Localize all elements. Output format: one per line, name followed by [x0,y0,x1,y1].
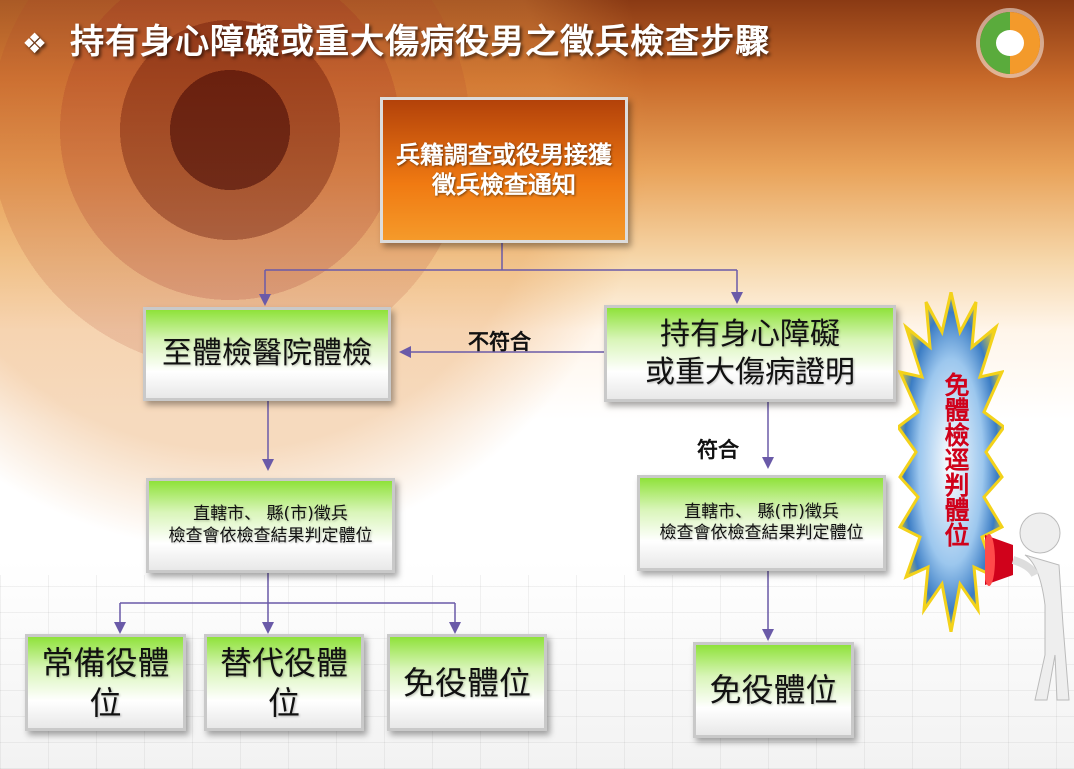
starburst-icon [898,292,1004,632]
bullet-icon: ❖ [22,27,49,60]
hospital-box: 至體檢醫院體檢 [143,307,391,401]
match-label: 符合 [697,438,739,462]
result-substitute-text: 替代役體位 [219,643,348,722]
result-exempt-left-text: 免役體位 [402,663,531,702]
result-exempt-right-text: 免役體位 [709,671,838,709]
council-left-box: 直轄市、 縣(市)徵兵檢查會依檢查結果判定體位 [146,478,395,573]
connector-results [120,572,455,604]
connector-split [265,242,737,271]
certificate-box: 持有身心障礙或重大傷病證明 [604,305,896,402]
result-regular-text: 常備役體位 [41,643,170,722]
megaphone-person-icon [985,512,1070,701]
start-line-1: 兵籍調查或役男接獲 [396,141,612,169]
hospital-text: 至體檢醫院體檢 [162,336,372,372]
result-exempt-left-box: 免役體位 [387,634,547,731]
callout-text: 免體檢逕判體位 [941,372,970,547]
title-text: 持有身心障礙或重大傷病役男之徵兵檢查步驟 [70,22,771,62]
certificate-line-2: 或重大傷病證明 [645,354,855,390]
council-left-line-1: 直轄市、 縣(市)徵兵 [193,504,348,525]
result-exempt-right-box: 免役體位 [693,642,854,738]
start-line-2: 徵兵檢查通知 [432,171,576,199]
council-right-line-1: 直轄市、 縣(市)徵兵 [684,501,839,522]
council-right-line-2: 檢查會依檢查結果判定體位 [659,523,864,543]
result-regular-box: 常備役體位 [25,634,186,731]
council-right-box: 直轄市、 縣(市)徵兵檢查會依檢查結果判定體位 [637,475,886,571]
page-title: ❖ 持有身心障礙或重大傷病役男之徵兵檢查步驟 [22,14,770,63]
council-left-line-2: 檢查會依檢查結果判定體位 [168,525,373,546]
logo-icon [980,12,1040,74]
not-match-label: 不符合 [468,330,531,354]
result-substitute-box: 替代役體位 [204,634,364,731]
certificate-line-1: 持有身心障礙 [660,317,840,352]
start-box: 兵籍調查或役男接獲徵兵檢查通知 [380,97,628,243]
